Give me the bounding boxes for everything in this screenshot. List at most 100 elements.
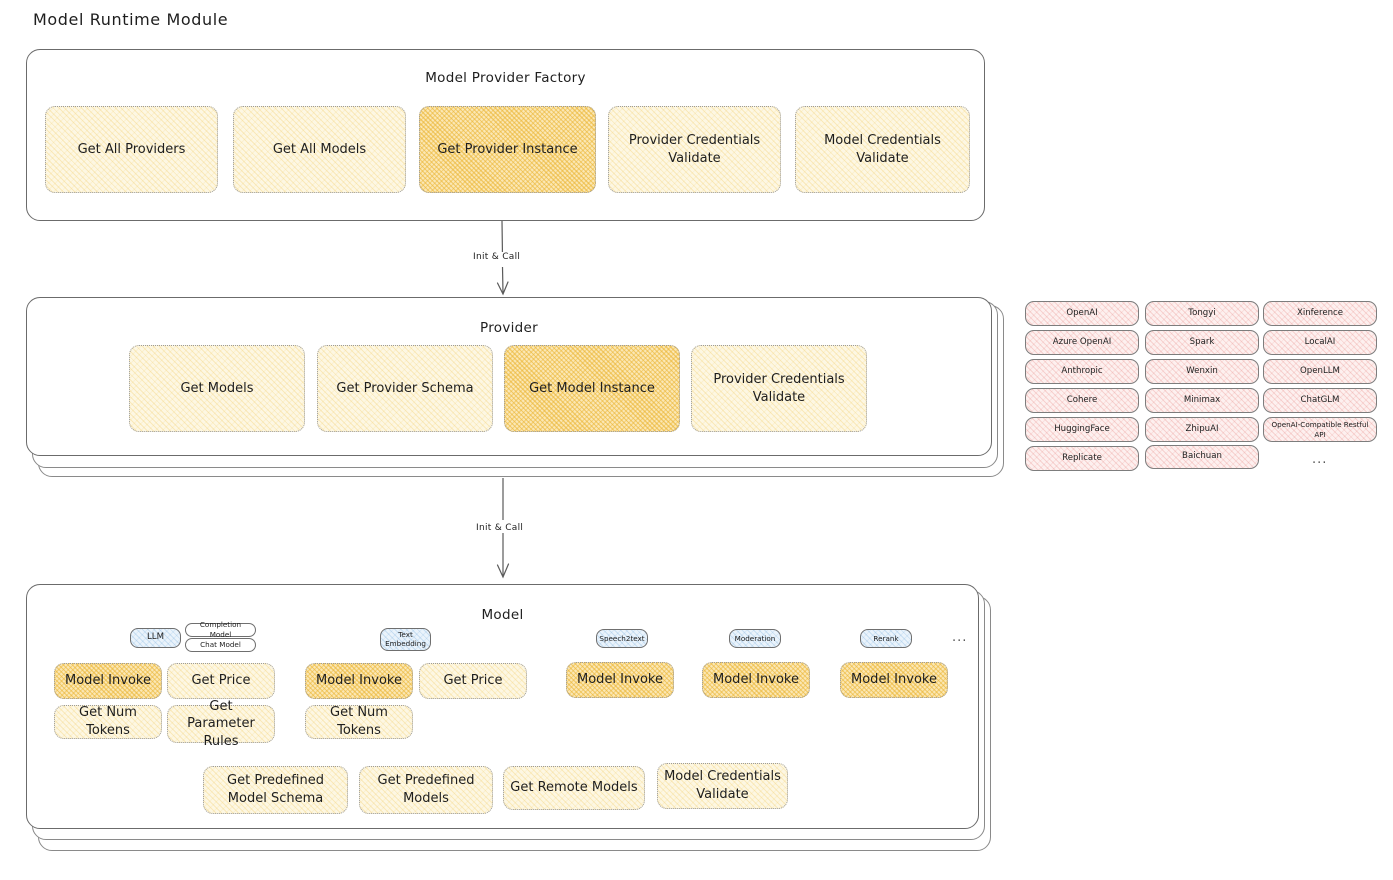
factory-item-get-all-providers[interactable]: Get All Providers xyxy=(45,106,218,193)
model-item-llm-get-num-tokens[interactable]: Get Num Tokens xyxy=(54,705,162,739)
provider-chip-label: Xinference xyxy=(1296,307,1344,318)
model-badge-llm[interactable]: LLM xyxy=(130,628,181,648)
connector-factory-to-provider xyxy=(496,221,509,296)
model-badge-moderation[interactable]: Moderation xyxy=(729,629,781,648)
provider-chip-huggingface[interactable]: HuggingFace xyxy=(1025,417,1139,442)
factory-item-model-credentials-validate[interactable]: Model Credentials Validate xyxy=(795,106,970,193)
model-item-embedding-model-invoke[interactable]: Model Invoke xyxy=(305,663,413,699)
connector-provider-to-model xyxy=(496,478,510,579)
model-item-label: Get Num Tokens xyxy=(330,705,388,738)
model-item-label: Get Num Tokens xyxy=(79,705,137,738)
model-item-label: Model Invoke xyxy=(316,673,402,689)
model-item-label: Get Price xyxy=(443,673,503,689)
factory-item-provider-credentials-validate[interactable]: Provider Credentials Validate xyxy=(608,106,781,193)
provider-item-provider-credentials-validate[interactable]: Provider Credentials Validate xyxy=(691,345,867,432)
factory-item-get-all-models[interactable]: Get All Models xyxy=(233,106,406,193)
page-title: Model Runtime Module xyxy=(33,10,229,29)
provider-chip-minimax[interactable]: Minimax xyxy=(1145,388,1259,413)
model-item-embedding-get-price[interactable]: Get Price xyxy=(419,663,527,699)
model-badge-label: Moderation xyxy=(734,633,776,643)
provider-chip-label: Replicate xyxy=(1062,452,1102,463)
panel-title-model: Model xyxy=(481,607,524,623)
model-subbadge-label: Chat Model xyxy=(200,640,241,650)
model-common-get-remote-models[interactable]: Get Remote Models xyxy=(503,766,645,810)
provider-chip-label: LocalAI xyxy=(1304,336,1336,347)
provider-chip-label: Azure OpenAI xyxy=(1052,336,1112,347)
provider-chip-openai-compatible-restful-api[interactable]: OpenAI-Compatible Restful API xyxy=(1263,417,1377,442)
model-common-label: Get Predefined Models xyxy=(377,773,475,806)
provider-chip-azure-openai[interactable]: Azure OpenAI xyxy=(1025,330,1139,355)
provider-chip-label: Anthropic xyxy=(1061,365,1103,376)
model-item-label: Model Invoke xyxy=(65,673,151,689)
provider-chip-label: OpenAI-Compatible Restful API xyxy=(1271,419,1369,439)
factory-item-label: Get All Models xyxy=(272,141,367,157)
provider-chip-label: HuggingFace xyxy=(1054,423,1110,434)
model-common-label: Get Predefined Model Schema xyxy=(227,773,324,806)
model-badge-label: Speech2text xyxy=(599,633,645,643)
provider-item-label: Get Models xyxy=(180,380,254,396)
provider-chip-label: Minimax xyxy=(1183,394,1221,405)
factory-item-get-provider-instance[interactable]: Get Provider Instance xyxy=(419,106,596,193)
model-badge-label: LLM xyxy=(147,632,164,643)
model-common-get-predefined-models[interactable]: Get Predefined Models xyxy=(359,766,493,814)
provider-chip-label: OpenAI xyxy=(1066,307,1098,318)
provider-chip-label: Tongyi xyxy=(1188,307,1216,318)
provider-chip-chatglm[interactable]: ChatGLM xyxy=(1263,388,1377,413)
provider-chip-replicate[interactable]: Replicate xyxy=(1025,446,1139,471)
provider-item-get-provider-schema[interactable]: Get Provider Schema xyxy=(317,345,493,432)
provider-chip-tongyi[interactable]: Tongyi xyxy=(1145,301,1259,326)
provider-chip-zhipuai[interactable]: ZhipuAI xyxy=(1145,417,1259,442)
model-item-label: Model Invoke xyxy=(577,672,663,688)
provider-item-get-models[interactable]: Get Models xyxy=(129,345,305,432)
provider-chip-openai[interactable]: OpenAI xyxy=(1025,301,1139,326)
model-common-label: Get Remote Models xyxy=(510,780,638,796)
model-item-rerank-model-invoke[interactable]: Model Invoke xyxy=(840,662,948,698)
factory-item-label: Model Credentials Validate xyxy=(824,132,941,166)
provider-chip-label: Wenxin xyxy=(1186,365,1218,376)
model-item-embedding-get-num-tokens[interactable]: Get Num Tokens xyxy=(305,705,413,739)
model-subbadge-completion-model[interactable]: Completion Model xyxy=(185,620,256,639)
provider-chip-baichuan[interactable]: Baichuan xyxy=(1145,445,1259,469)
model-item-label: Get Price xyxy=(191,673,251,689)
factory-item-label: Provider Credentials Validate xyxy=(628,132,761,166)
panel-model: Model xyxy=(26,584,979,829)
provider-item-label: Provider Credentials Validate xyxy=(713,371,845,405)
model-item-speech2text-model-invoke[interactable]: Model Invoke xyxy=(566,662,674,698)
model-badge-speech2text[interactable]: Speech2text xyxy=(596,629,648,648)
model-badge-rerank[interactable]: Rerank xyxy=(860,629,912,648)
model-item-label: Model Invoke xyxy=(851,672,937,688)
factory-item-label: Get All Providers xyxy=(77,141,186,157)
provider-chip-cohere[interactable]: Cohere xyxy=(1025,388,1139,413)
model-item-label: Get Parameter Rules xyxy=(187,698,255,749)
model-item-llm-model-invoke[interactable]: Model Invoke xyxy=(54,663,162,699)
provider-chip-anthropic[interactable]: Anthropic xyxy=(1025,359,1139,384)
provider-chip-xinference[interactable]: Xinference xyxy=(1263,301,1377,326)
provider-item-label: Get Model Instance xyxy=(529,380,655,396)
model-item-llm-get-price[interactable]: Get Price xyxy=(167,663,275,699)
model-subbadge-label: Completion Model xyxy=(199,620,242,639)
model-item-moderation-model-invoke[interactable]: Model Invoke xyxy=(702,662,810,698)
model-item-label: Model Invoke xyxy=(713,672,799,688)
factory-item-label: Get Provider Instance xyxy=(437,141,578,157)
model-item-llm-get-parameter-rules[interactable]: Get Parameter Rules xyxy=(167,699,275,749)
provider-chip-label: OpenLLM xyxy=(1300,365,1340,376)
provider-chip-label: Spark xyxy=(1189,336,1215,347)
connector-label-init-call-1: Init & Call xyxy=(470,252,524,262)
panel-title-factory: Model Provider Factory xyxy=(425,70,586,86)
model-badge-text-embedding[interactable]: Text Embedding xyxy=(380,628,431,651)
provider-list-ellipsis: ... xyxy=(1312,452,1328,467)
provider-chip-spark[interactable]: Spark xyxy=(1145,330,1259,355)
model-common-get-predefined-model-schema[interactable]: Get Predefined Model Schema xyxy=(203,766,348,814)
provider-chip-localai[interactable]: LocalAI xyxy=(1263,330,1377,355)
connector-label-init-call-2: Init & Call xyxy=(473,523,527,533)
provider-chip-openllm[interactable]: OpenLLM xyxy=(1263,359,1377,384)
provider-item-get-model-instance[interactable]: Get Model Instance xyxy=(504,345,680,432)
model-common-model-credentials-validate[interactable]: Model Credentials Validate xyxy=(657,763,788,809)
provider-chip-wenxin[interactable]: Wenxin xyxy=(1145,359,1259,384)
model-subbadge-chat-model[interactable]: Chat Model xyxy=(185,638,256,652)
provider-chip-label: ChatGLM xyxy=(1300,394,1340,405)
panel-title-provider: Provider xyxy=(480,320,538,336)
model-badge-label: Text Embedding xyxy=(385,630,426,648)
provider-chip-label: Baichuan xyxy=(1182,451,1222,462)
